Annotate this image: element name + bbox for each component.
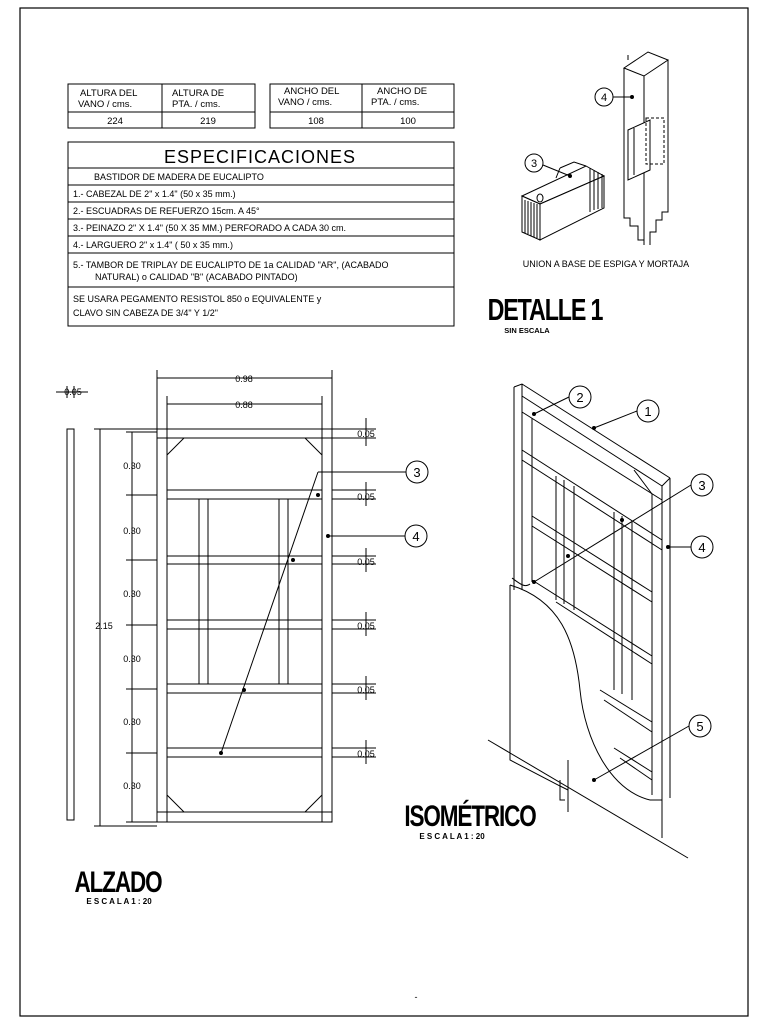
specifications-subtitle: BASTIDOR DE MADERA DE EUCALIPTO [94, 172, 264, 182]
specifications-title: ESPECIFICACIONES [164, 147, 356, 167]
dim-rail: 0.05 [357, 685, 375, 695]
table-header-line: VANO / cms. [278, 97, 332, 108]
table-header-line: ALTURA DEL [80, 88, 137, 99]
isometric-scale: E S C A L A 1 : 20 [419, 832, 485, 841]
isometric-title: ISOMÉTRICO [404, 799, 536, 833]
dim-rail: 0.05 [357, 557, 375, 567]
footer-mark: - [415, 992, 418, 1002]
specifications-table: ESPECIFICACIONES BASTIDOR DE MADERA DE E… [67, 141, 455, 327]
table-header-line: ANCHO DE [377, 86, 427, 97]
spec-item: 5.- TAMBOR DE TRIPLAY DE EUCALIPTO DE 1a… [73, 260, 388, 270]
table-header-line: ALTURA DE [172, 88, 224, 99]
callout-number: 5 [696, 719, 703, 734]
callout-number: 3 [413, 465, 420, 480]
dim-spacing: 0.30 [123, 781, 141, 791]
elevation-scale: E S C A L A 1 : 20 [86, 897, 152, 906]
table-header-line: ANCHO DEL [284, 86, 339, 97]
dim-total-width: 0.98 [235, 374, 253, 384]
sheet-border [19, 7, 749, 1017]
dim-spacing: 0.30 [123, 717, 141, 727]
table-header-line: PTA. / cms. [371, 97, 419, 108]
spec-item: 3.- PEINAZO 2" X 1.4" (50 X 35 MM.) PERF… [73, 223, 346, 233]
table-cell: 219 [200, 116, 216, 127]
dim-spacing: 0.30 [123, 526, 141, 536]
callout-number: 4 [412, 529, 419, 544]
table-header-line: PTA. / cms. [172, 99, 220, 110]
dim-spacing: 0.30 [123, 654, 141, 664]
dim-rail: 0.05 [357, 749, 375, 759]
dim-thickness: 0.05 [64, 387, 82, 397]
dim-spacing: 0.30 [123, 589, 141, 599]
dim-rail: 0.05 [357, 621, 375, 631]
isometric-drawing [487, 383, 714, 859]
spec-item: 1.- CABEZAL DE 2" x 1.4" (50 x 35 mm.) [73, 189, 236, 199]
dims-table-height: ALTURA DEL VANO / cms. ALTURA DE PTA. / … [67, 83, 256, 129]
table-cell: 108 [308, 116, 324, 127]
table-cell: 224 [107, 116, 123, 127]
spec-item: 2.- ESCUADRAS DE REFUERZO 15cm. A 45° [73, 206, 260, 216]
dim-inner-width: 0.88 [235, 400, 253, 410]
dim-rail: 0.05 [357, 429, 375, 439]
spec-note: SE USARA PEGAMENTO RESISTOL 850 o EQUIVA… [73, 294, 322, 304]
callout-number: 4 [698, 540, 705, 555]
dims-table-width: ANCHO DEL VANO / cms. ANCHO DE PTA. / cm… [269, 83, 455, 129]
detail-caption: UNION A BASE DE ESPIGA Y MORTAJA [523, 259, 689, 269]
elevation-title: ALZADO [75, 865, 163, 899]
detail-joint-drawing [520, 51, 670, 245]
callout-number: 1 [644, 404, 651, 419]
detail-scale: SIN ESCALA [504, 326, 550, 335]
table-header-line: VANO / cms. [78, 99, 132, 110]
spec-note: CLAVO SIN CABEZA DE 3/4" Y 1/2" [73, 308, 218, 318]
callout-number: 3 [698, 478, 705, 493]
table-cell: 100 [400, 116, 416, 127]
callout-number: 3 [531, 158, 537, 170]
dim-spacing: 0.30 [123, 461, 141, 471]
spec-item: NATURAL) o CALIDAD "B" (ACABADO PINTADO) [95, 272, 298, 282]
elevation-drawing [56, 370, 429, 827]
spec-item: 4.- LARGUERO 2" x 1.4" ( 50 x 35 mm.) [73, 240, 233, 250]
callout-number: 4 [601, 92, 607, 104]
callout-number: 2 [576, 390, 583, 405]
dim-height: 2.15 [95, 621, 113, 631]
detail-title: DETALLE 1 [488, 292, 604, 327]
dim-rail: 0.05 [357, 492, 375, 502]
